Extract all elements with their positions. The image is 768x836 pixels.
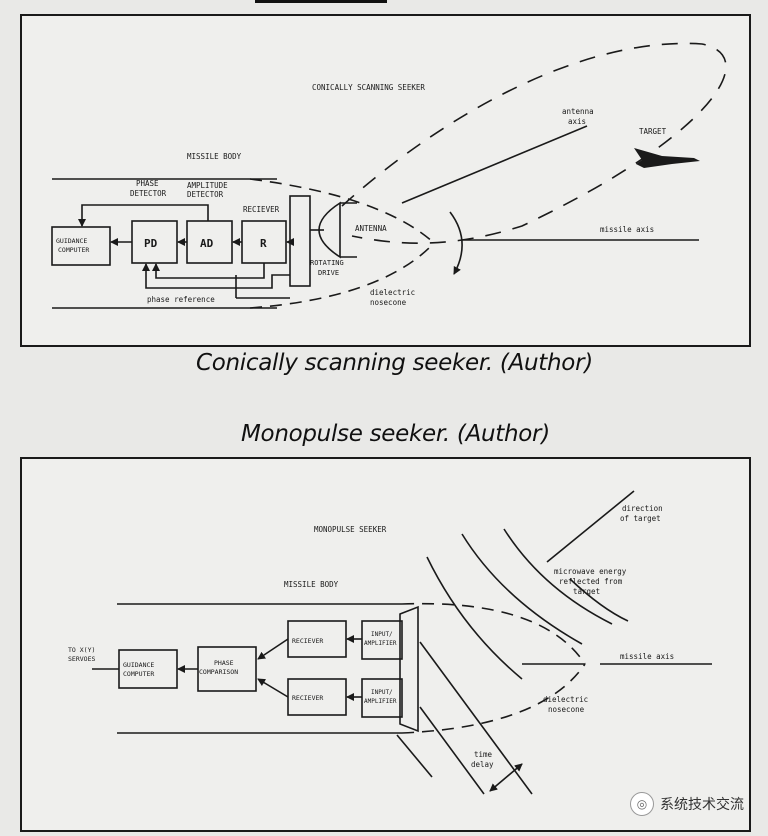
top-edge-rule <box>255 0 387 3</box>
conical-scanning-svg: CONICALLY SCANNING SEEKER MISSILE BODY P… <box>51 42 727 309</box>
rotating-label-2: DRIVE <box>318 269 339 277</box>
input-amp-lower-box <box>361 678 403 718</box>
wavefront-1 <box>426 556 523 680</box>
input-amp-lower-label-1: INPUT/ <box>371 689 393 696</box>
guidance-label-1: GUIDANCE <box>56 237 87 245</box>
phase-detector-label-2: DETECTOR <box>130 189 167 198</box>
input-amp-upper-box <box>361 620 403 660</box>
scan-lobe <box>341 42 727 244</box>
direction-label-2: of target <box>620 514 661 523</box>
r-label: R <box>260 237 267 250</box>
direction-line <box>546 490 635 563</box>
input-amp-upper-label-1: INPUT/ <box>371 631 393 638</box>
watermark-text: 系统技术交流 <box>660 797 744 813</box>
watermark: ◎ 系统技术交流 <box>630 792 744 816</box>
monopulse-svg: MONOPULSE SEEKER MISSILE BODY TO X(Y) SE… <box>68 490 712 795</box>
mp-guidance-label-1: GUIDANCE <box>123 661 154 669</box>
microwave-label-3: target <box>573 587 600 596</box>
reciever-label: RECIEVER <box>243 205 280 214</box>
wechat-icon: ◎ <box>630 792 654 816</box>
mp-nosecone-label-2: nosecone <box>548 705 585 714</box>
amplitude-detector-label-2: DETECTOR <box>187 190 224 199</box>
mp-nosecone-lower <box>401 663 586 734</box>
pd-label: PD <box>144 237 158 250</box>
antenna-array <box>399 605 419 733</box>
phase-comparison-label-1: PHASE <box>214 659 234 667</box>
mp-nosecone-upper <box>401 602 586 665</box>
guidance-computer-box <box>51 226 111 266</box>
mp-missile-body-label: MISSILE BODY <box>284 580 339 589</box>
time-delay-marker <box>489 763 523 792</box>
target-aircraft-icon <box>634 148 700 168</box>
phase-reference-label: phase reference <box>147 295 215 304</box>
antenna-label: ANTENNA <box>355 224 387 233</box>
nosecone-lower <box>249 242 435 309</box>
nosecone-upper <box>249 178 435 244</box>
to-servos-label-1: TO X(Y) <box>68 646 95 654</box>
time-delay-label-1: time <box>474 750 493 759</box>
microwave-label-1: microwave energy <box>554 567 627 576</box>
rotating-drive-block <box>289 195 311 287</box>
time-delay-label-2: delay <box>471 760 494 769</box>
caption-bottom: Monopulse seeker. (Author) <box>241 421 550 447</box>
microwave-label-2: reflected from <box>559 577 623 586</box>
reciever-upper-label: RECIEVER <box>292 637 323 645</box>
mp-missile-axis-label: missile axis <box>620 652 674 661</box>
input-amp-lower-label-2: AMPLIFIER <box>364 698 397 705</box>
guidance-label-2: COMPUTER <box>58 246 89 254</box>
nosecone-label-1: dielectric <box>370 288 415 297</box>
missile-body-label: MISSILE BODY <box>187 152 242 161</box>
missile-axis-label: missile axis <box>600 225 654 234</box>
phase-detector-label-1: PHASE <box>136 179 159 188</box>
top-title: CONICALLY SCANNING SEEKER <box>312 83 425 92</box>
rotation-arrow <box>449 211 463 275</box>
direction-label-1: direction <box>622 504 663 513</box>
antenna-axis-label-1: antenna <box>562 107 594 116</box>
input-amp-upper-label-2: AMPLIFIER <box>364 640 397 647</box>
phase-comparison-label-2: COMPARISON <box>199 668 238 676</box>
caption-top: Conically scanning seeker. (Author) <box>196 350 593 376</box>
amplitude-detector-label-1: AMPLITUDE <box>187 181 228 190</box>
mp-guidance-label-2: COMPUTER <box>123 670 154 678</box>
mp-guidance-box <box>118 649 178 689</box>
target-label: TARGET <box>639 127 667 136</box>
mp-nosecone-label-1: dielectric <box>543 695 588 704</box>
rotating-label-1: ROTATING <box>310 259 344 267</box>
reciever-lower-label: RECIEVER <box>292 694 323 702</box>
antenna-dish <box>318 201 341 259</box>
mp-title: MONOPULSE SEEKER <box>314 525 387 534</box>
antenna-axis-line <box>401 125 588 204</box>
antenna-axis-label-2: axis <box>568 117 586 126</box>
to-servos-label-2: SERVOES <box>68 655 95 663</box>
conical-scanning-diagram: CONICALLY SCANNING SEEKER MISSILE BODY P… <box>20 14 751 347</box>
monopulse-diagram: MONOPULSE SEEKER MISSILE BODY TO X(Y) SE… <box>20 457 751 832</box>
wavefront-2 <box>461 533 583 645</box>
wavefront-3 <box>503 528 613 625</box>
nosecone-label-2: nosecone <box>370 298 407 307</box>
ad-label: AD <box>200 237 214 250</box>
